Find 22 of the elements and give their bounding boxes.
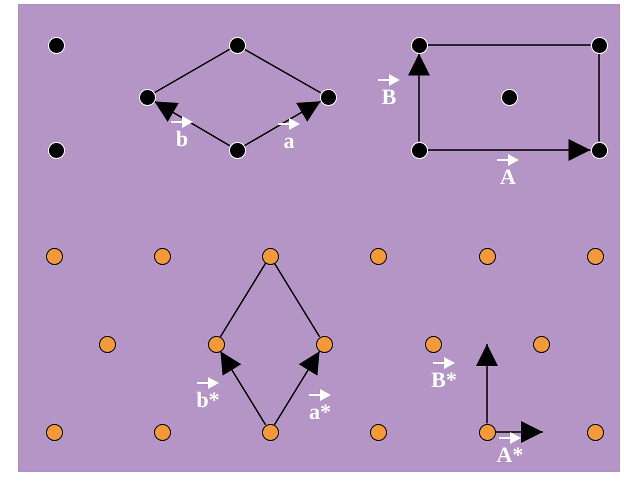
vector-arrow	[220, 350, 266, 426]
vector-label: b*	[196, 389, 220, 411]
vector-label: a*	[309, 401, 331, 423]
vector-arrow	[408, 54, 430, 142]
vector-label: A	[500, 166, 516, 188]
vector-label: B*	[431, 369, 457, 391]
cell-edge	[244, 48, 321, 94]
vector-label: A*	[496, 444, 524, 466]
cell-edge	[220, 262, 266, 338]
vector-arrow	[476, 344, 498, 424]
vector-arrow	[154, 100, 230, 146]
vector-label: a	[284, 130, 294, 152]
vector-arrow	[496, 421, 543, 443]
cell-edge	[274, 262, 320, 338]
cell-edge	[428, 44, 590, 46]
vector-arrow	[244, 100, 322, 146]
vector-label: B	[382, 86, 396, 108]
cell-edge	[598, 54, 600, 142]
vector-arrow	[428, 139, 590, 161]
vector-label: b	[176, 128, 188, 150]
cell-edge	[154, 48, 230, 94]
vector-arrow	[274, 350, 320, 426]
